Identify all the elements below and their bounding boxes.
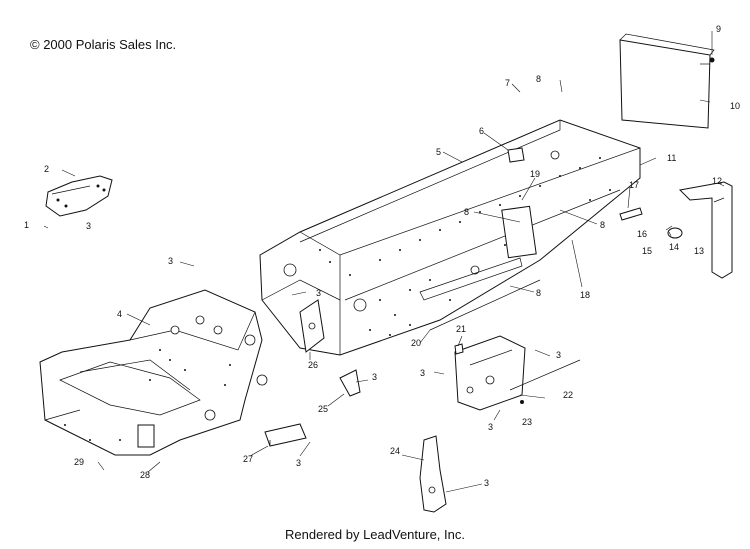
rail	[619, 207, 643, 221]
callout-14: 14	[669, 242, 679, 252]
rear-flap	[619, 33, 715, 129]
callout-4: 4	[117, 309, 122, 319]
callout-29: 29	[74, 457, 84, 467]
callout-8b: 8	[464, 207, 469, 217]
small-bracket	[45, 175, 113, 217]
callout-8d: 8	[536, 288, 541, 298]
leader-lines	[43, 31, 725, 493]
callout-19: 19	[530, 169, 540, 179]
callout-28: 28	[140, 470, 150, 480]
callout-8c: 8	[600, 220, 605, 230]
callout-15: 15	[642, 246, 652, 256]
callout-7: 7	[505, 78, 510, 88]
callout-18: 18	[580, 290, 590, 300]
callout-3e: 3	[420, 368, 425, 378]
callout-6: 6	[479, 126, 484, 136]
callout-10: 10	[730, 101, 740, 111]
callout-3h: 3	[296, 458, 301, 468]
callout-22: 22	[563, 390, 573, 400]
callout-3i: 3	[484, 478, 489, 488]
callout-5: 5	[436, 147, 441, 157]
callout-23: 23	[522, 417, 532, 427]
callout-16: 16	[637, 229, 647, 239]
callout-2: 2	[44, 164, 49, 174]
callout-3b: 3	[168, 256, 173, 266]
bracket-25	[339, 369, 361, 397]
callout-12: 12	[712, 176, 722, 186]
callout-3: 3	[86, 221, 91, 231]
callout-8: 8	[536, 74, 541, 84]
plate	[299, 299, 325, 353]
callout-26: 26	[308, 360, 318, 370]
callout-3d: 3	[372, 372, 377, 382]
angle-plate	[264, 423, 307, 447]
steering-bracket	[454, 335, 581, 411]
callout-11: 11	[667, 153, 676, 163]
footer-credit: Rendered by LeadVenture, Inc.	[285, 527, 465, 542]
callout-24: 24	[390, 446, 400, 456]
callout-17: 17	[629, 180, 639, 190]
callout-9: 9	[716, 24, 721, 34]
rear-bumper	[667, 181, 733, 279]
callout-3f: 3	[556, 350, 561, 360]
callout-25: 25	[318, 404, 328, 414]
callout-labels: 1 2 3 4 5 6 7 8 9 10 11 12 13 14 15 16 1…	[24, 24, 740, 488]
callout-21: 21	[456, 324, 466, 334]
lower-bracket	[419, 435, 447, 513]
callout-13: 13	[694, 246, 704, 256]
callout-20: 20	[411, 338, 421, 348]
callout-3c: 3	[316, 288, 321, 298]
callout-1: 1	[24, 220, 29, 230]
callout-27: 27	[243, 454, 253, 464]
copyright-text: © 2000 Polaris Sales Inc.	[30, 37, 177, 52]
front-bulkhead	[39, 289, 268, 456]
callout-3g: 3	[488, 422, 493, 432]
tunnel	[259, 119, 641, 356]
